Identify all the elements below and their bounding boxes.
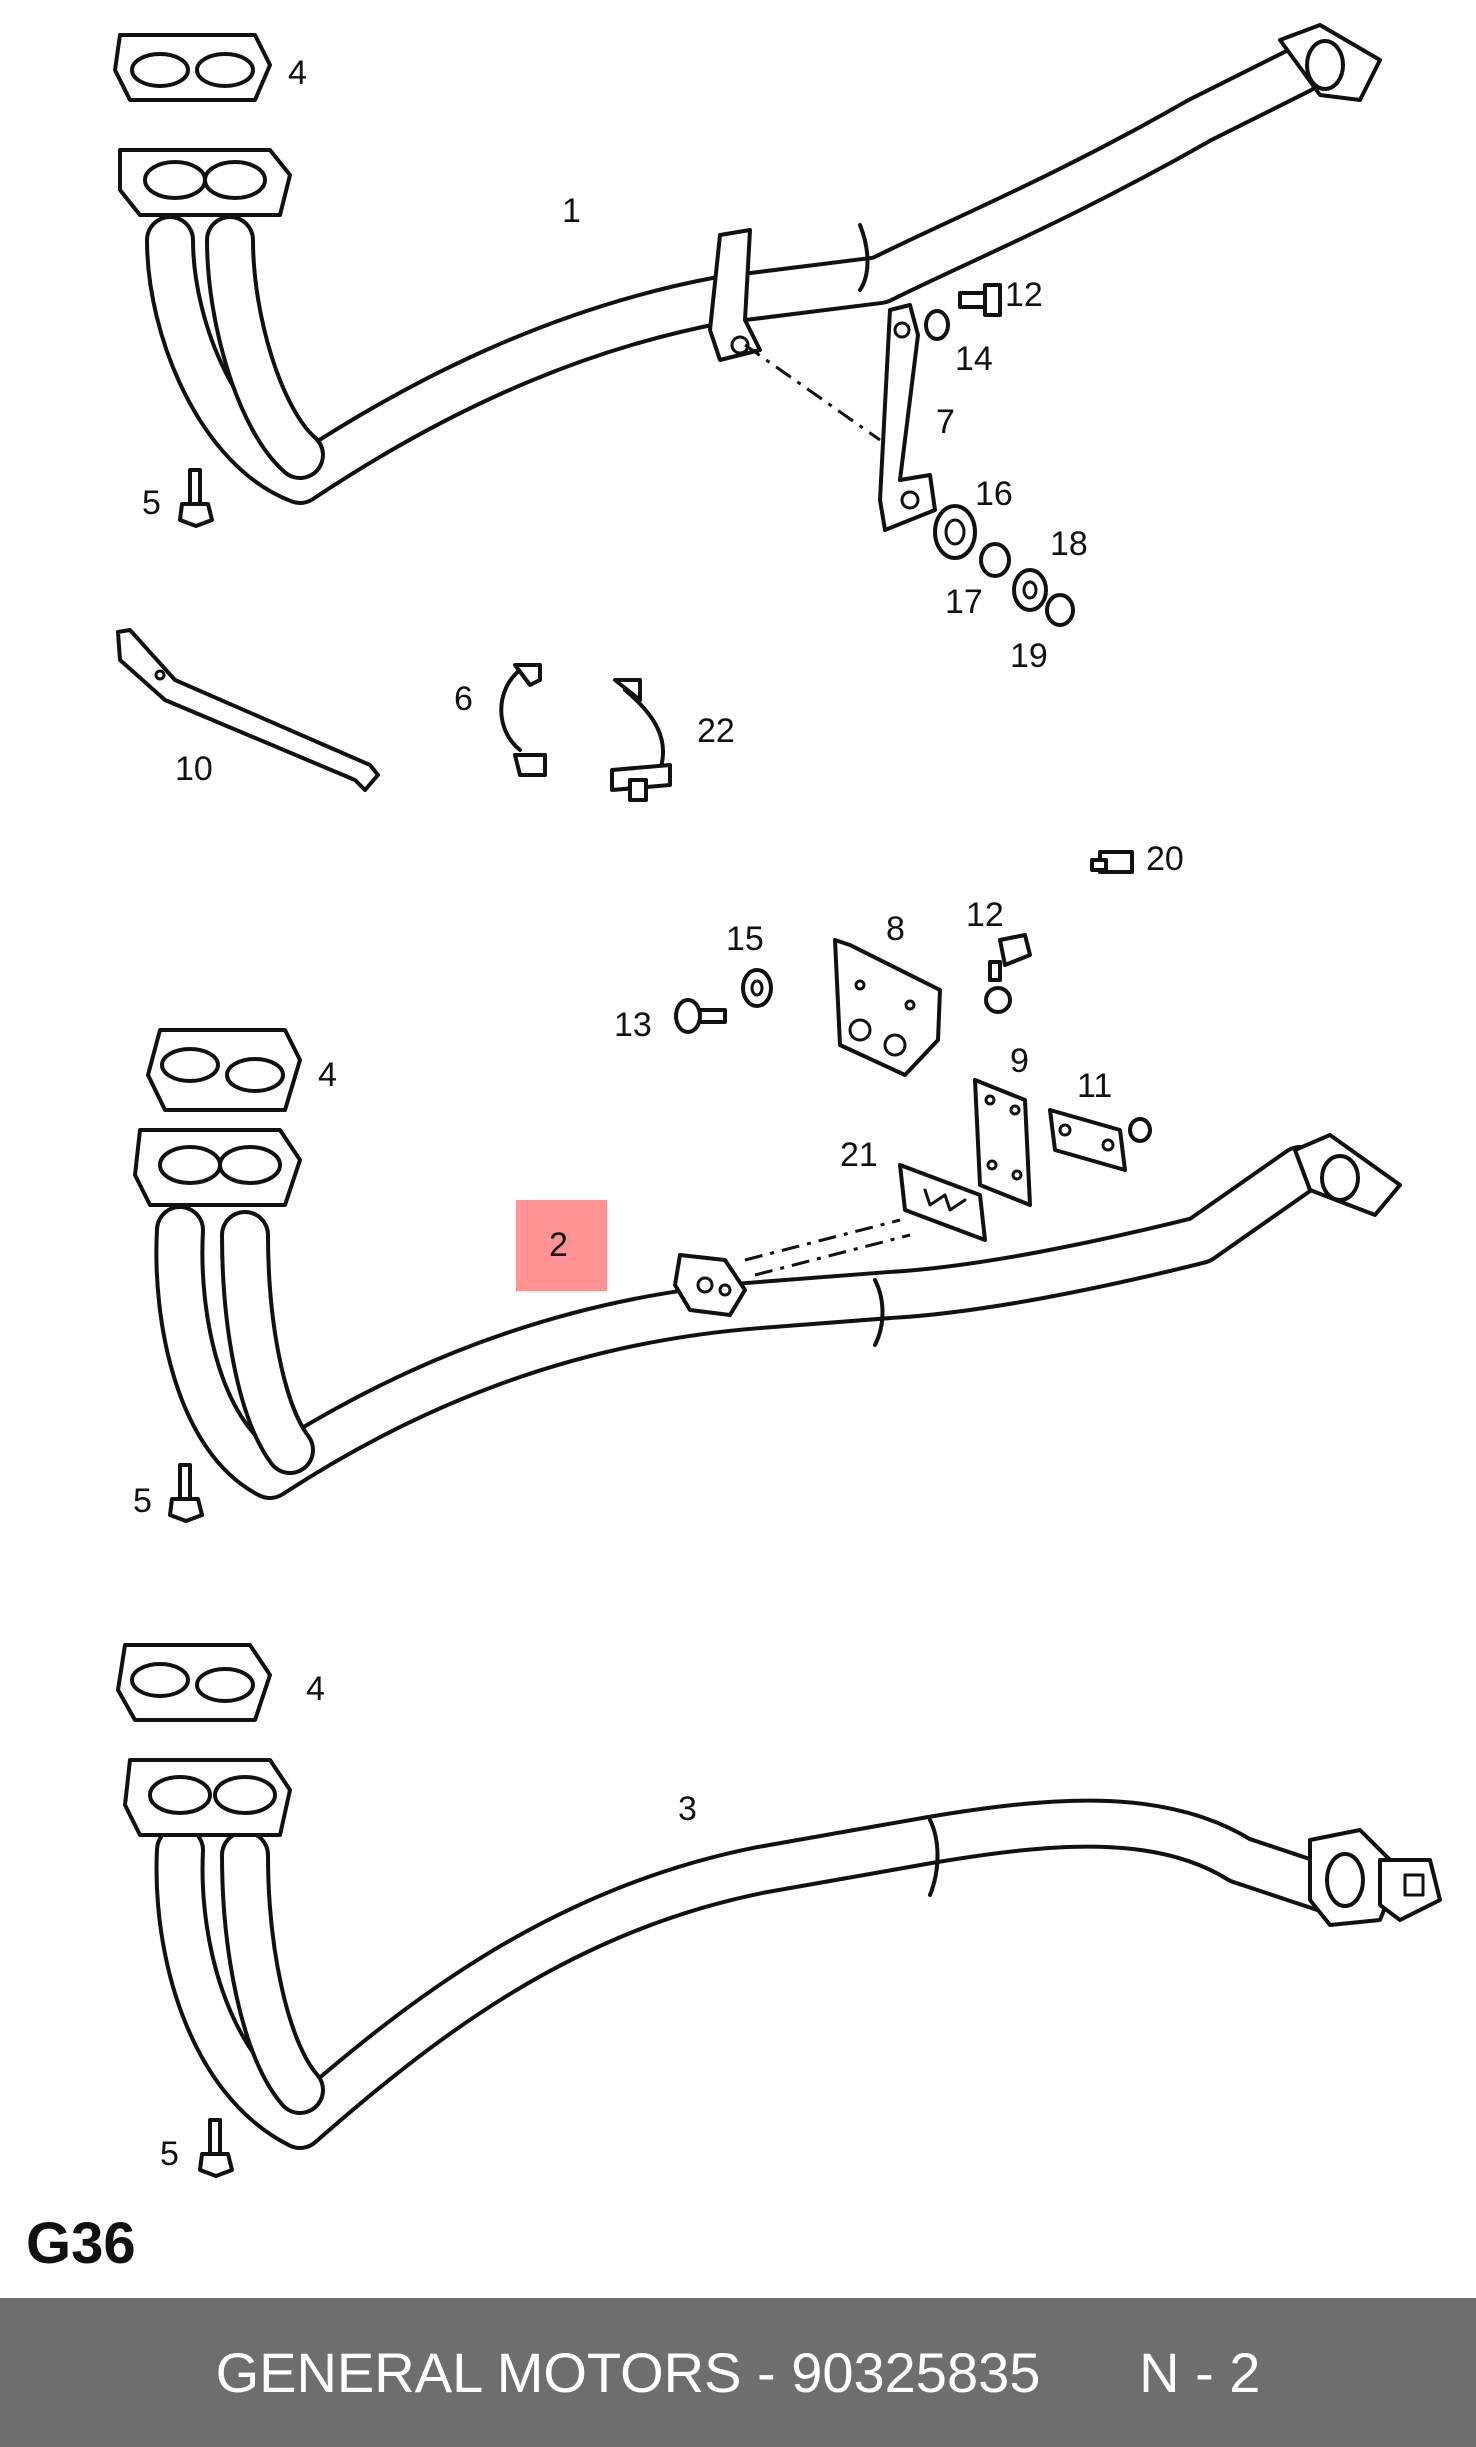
front-pipe-1	[118, 23, 1382, 505]
callout-5-top: 5	[142, 484, 161, 522]
shim-21	[898, 1163, 987, 1242]
footer-note: N - 2	[1139, 2341, 1261, 2404]
callout-8: 8	[886, 910, 905, 948]
gasket-4-top	[113, 33, 272, 102]
bolt-5-middle	[168, 1463, 204, 1523]
callout-5-middle: 5	[133, 1482, 152, 1520]
callout-13: 13	[614, 1006, 652, 1044]
bolt-12-middle	[984, 933, 1032, 1014]
callout-18: 18	[1050, 525, 1088, 563]
strap-10	[116, 628, 380, 792]
callout-7: 7	[936, 403, 955, 441]
gasket-4-bottom	[116, 1643, 272, 1722]
callout-21: 21	[840, 1136, 878, 1174]
front-pipe-2	[133, 1128, 1402, 1500]
callout-15: 15	[726, 920, 764, 958]
callout-16: 16	[975, 475, 1013, 513]
callout-22: 22	[697, 712, 735, 750]
callout-4-middle: 4	[318, 1056, 337, 1094]
callout-3: 3	[678, 1790, 697, 1828]
plate-8	[833, 938, 942, 1077]
clamp-22	[610, 678, 672, 802]
callout-12-middle: 12	[966, 896, 1004, 934]
callout-12-top: 12	[1005, 276, 1043, 314]
bolt-13	[674, 998, 727, 1034]
callout-1: 1	[562, 192, 581, 230]
callout-4-top: 4	[288, 54, 307, 92]
clamp-6	[499, 663, 547, 777]
callout-9: 9	[1010, 1042, 1029, 1080]
callout-20: 20	[1146, 840, 1184, 878]
exhaust-parts-diagram: 1 4 5 12 14 7 16 18 17 19 6 22 10 20 15 …	[113, 23, 1442, 2178]
callout-2: 2	[549, 1226, 568, 1264]
footer-bar: GENERAL MOTORS - 90325835 N - 2	[0, 2298, 1476, 2447]
bolt-12-top	[924, 283, 1002, 341]
plate-11	[1048, 1108, 1152, 1172]
footer-spacer	[1066, 2340, 1113, 2405]
callout-5-bottom: 5	[160, 2135, 179, 2173]
plate-9	[973, 1078, 1032, 1207]
footer-part-number: GENERAL MOTORS - 90325835	[215, 2341, 1041, 2404]
callout-10: 10	[175, 750, 213, 788]
bolt-5-top	[178, 468, 214, 528]
rubber-mount-16-19	[933, 504, 1075, 627]
page-code: G36	[26, 2211, 136, 2276]
callout-2-highlight	[516, 1200, 607, 1291]
bolt-20	[1090, 850, 1134, 874]
callout-11: 11	[1077, 1067, 1112, 1105]
callout-17: 17	[945, 583, 983, 621]
front-pipe-3	[123, 1758, 1442, 2150]
callout-19: 19	[1010, 637, 1048, 675]
gasket-4-middle	[146, 1028, 302, 1112]
bracket-7	[744, 303, 937, 532]
bolt-5-bottom	[198, 2118, 234, 2178]
callout-4-bottom: 4	[306, 1670, 325, 1708]
callout-14: 14	[955, 340, 993, 378]
callout-6: 6	[454, 680, 473, 718]
nut-15	[741, 968, 773, 1008]
